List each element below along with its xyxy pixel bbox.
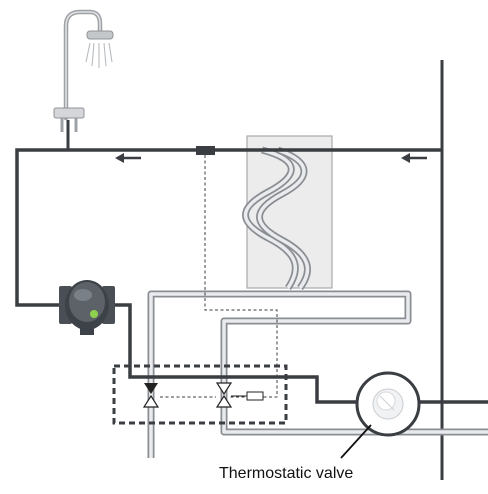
valve-icon — [142, 383, 160, 408]
thermostatic-valve-label: Thermostatic valve — [219, 465, 353, 482]
valve-icon — [215, 382, 264, 408]
return-pipe-light — [147, 290, 488, 458]
circulation-pump-icon — [59, 280, 115, 335]
sensor-signal-line — [204, 155, 278, 398]
mixing-valve-group-box — [112, 364, 288, 425]
temperature-sensor-icon — [196, 146, 215, 155]
label-leader-line — [340, 424, 372, 459]
hot-water-pipe-dark — [15, 148, 488, 404]
heat-exchanger-coil — [242, 146, 311, 291]
thermostatic-valve-icon — [355, 371, 421, 437]
flow-arrow-left-icon — [401, 153, 427, 163]
flow-arrow-left-icon — [115, 153, 141, 163]
shower-icon — [53, 9, 114, 132]
